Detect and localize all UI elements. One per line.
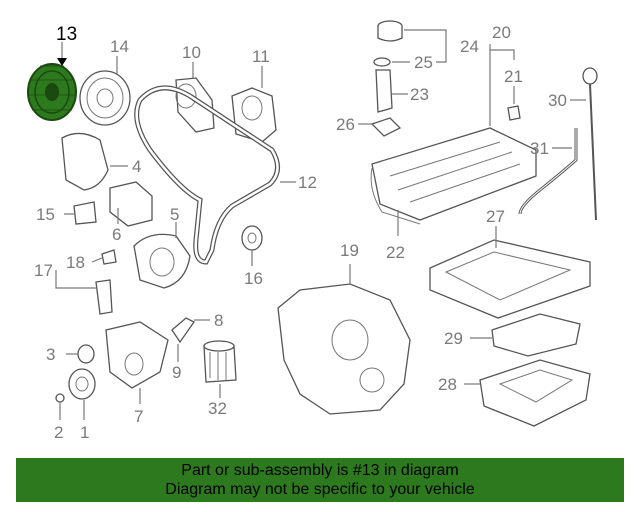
- label-26: 26: [336, 115, 355, 134]
- part-23-filler-tube[interactable]: [375, 69, 393, 113]
- engine-parts-diagram: 13 14 10 11 4 12 15 6 5 16 17 18 3 2 1 7…: [27, 20, 598, 442]
- label-20: 20: [492, 23, 511, 42]
- part-3-plug[interactable]: [77, 344, 95, 364]
- label-6: 6: [112, 225, 121, 244]
- part-30-dipstick-handle[interactable]: [582, 67, 598, 85]
- label-1: 1: [80, 423, 89, 442]
- label-13: 13: [56, 24, 77, 45]
- label-22: 22: [386, 243, 405, 262]
- label-27: 27: [486, 207, 505, 226]
- label-31: 31: [530, 139, 549, 158]
- label-18: 18: [66, 253, 85, 272]
- part-4-cover[interactable]: [61, 132, 109, 191]
- part-1-pulley[interactable]: [68, 368, 96, 400]
- banner-line-2: Diagram may not be specific to your vehi…: [165, 481, 475, 498]
- leader-18: [91, 257, 103, 263]
- part-5-pump[interactable]: [133, 233, 191, 289]
- label-30: 30: [548, 91, 567, 110]
- info-banner: Part or sub-assembly is #13 in diagram D…: [16, 458, 624, 502]
- part-28-lower-oil-pan[interactable]: [479, 359, 591, 427]
- label-17: 17: [34, 261, 53, 280]
- label-7: 7: [134, 407, 143, 426]
- part-32-oil-filter[interactable]: [203, 340, 237, 383]
- label-5: 5: [170, 205, 179, 224]
- label-24: 24: [460, 37, 479, 56]
- part-14-sprocket[interactable]: [79, 70, 131, 126]
- label-21: 21: [504, 67, 523, 86]
- part-6-bracket[interactable]: [109, 181, 153, 227]
- part-21-grommet[interactable]: [507, 105, 521, 121]
- part-8-gasket[interactable]: [171, 317, 195, 344]
- part-13-sprocket[interactable]: [27, 63, 77, 121]
- label-9: 9: [172, 363, 181, 382]
- part-22-valve-cover[interactable]: [371, 127, 537, 221]
- part-30-dipstick[interactable]: [589, 83, 597, 221]
- label-12: 12: [298, 173, 317, 192]
- part-24-oil-cap[interactable]: [377, 20, 403, 42]
- banner-line-1: Part or sub-assembly is #13 in diagram: [181, 462, 459, 479]
- part-17-sensor[interactable]: [95, 279, 113, 315]
- label-15: 15: [36, 205, 55, 224]
- leader-20-branch: [490, 49, 515, 60]
- part-2-bolt[interactable]: [55, 393, 65, 403]
- label-25: 25: [414, 53, 433, 72]
- label-16: 16: [244, 269, 263, 288]
- label-2: 2: [54, 423, 63, 442]
- label-32: 32: [208, 399, 227, 418]
- part-7-front-cover[interactable]: [105, 321, 169, 389]
- part-10-bracket[interactable]: [175, 77, 215, 133]
- part-29-baffle[interactable]: [491, 313, 581, 357]
- label-29: 29: [444, 329, 463, 348]
- label-3: 3: [46, 345, 55, 364]
- label-23: 23: [410, 85, 429, 104]
- part-27-upper-oil-pan[interactable]: [429, 239, 591, 319]
- label-8: 8: [214, 311, 223, 330]
- part-15-pulley[interactable]: [73, 201, 97, 225]
- label-14: 14: [110, 37, 129, 56]
- part-26-gasket[interactable]: [370, 117, 402, 137]
- leader-24: [404, 29, 447, 63]
- label-10: 10: [182, 43, 201, 62]
- part-16-idler[interactable]: [241, 225, 263, 251]
- part-25-seal[interactable]: [373, 57, 391, 67]
- label-28: 28: [438, 375, 457, 394]
- arrow-13: [57, 58, 67, 66]
- label-19: 19: [340, 241, 359, 260]
- label-11: 11: [252, 47, 270, 66]
- leader-17: [55, 270, 96, 289]
- label-4: 4: [132, 157, 141, 176]
- part-19-engine-block[interactable]: [277, 283, 411, 415]
- part-18-sensor[interactable]: [101, 249, 117, 265]
